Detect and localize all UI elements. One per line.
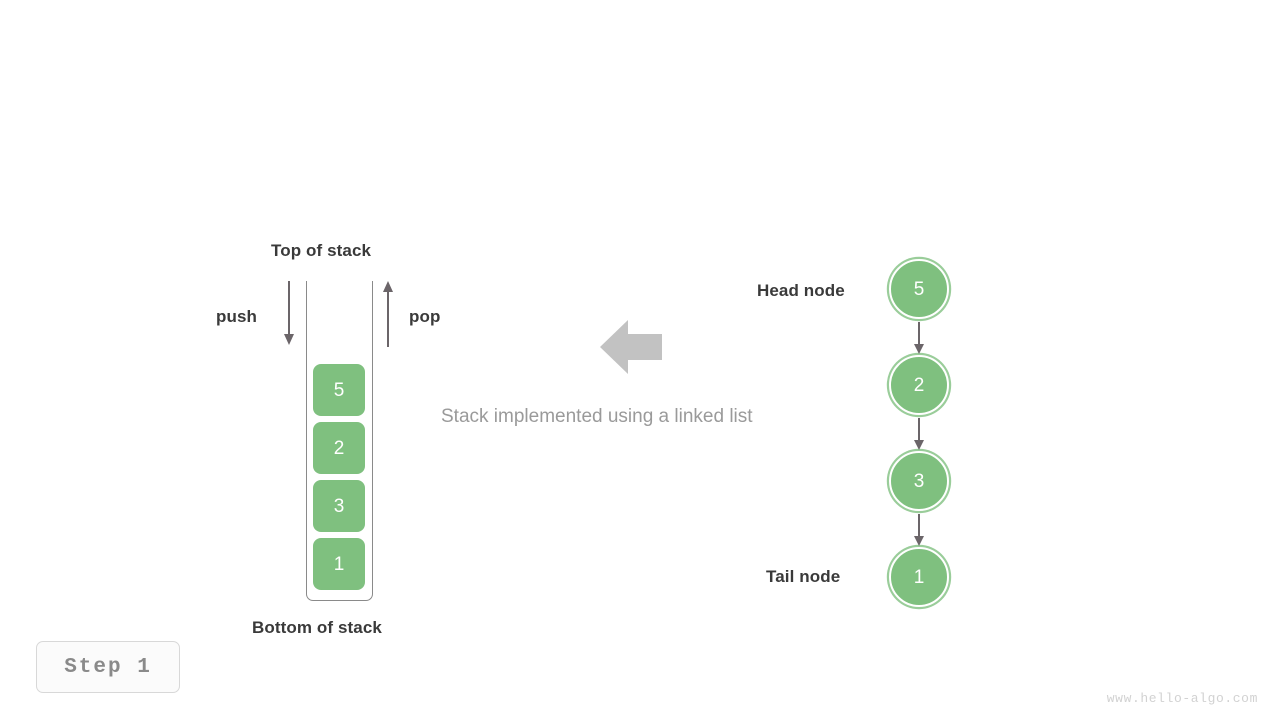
push-arrow-shaft: [288, 281, 291, 336]
linked-list-link-arrowhead: [913, 440, 924, 450]
top-of-stack-label: Top of stack: [271, 241, 372, 260]
stack-item[interactable]: 1: [313, 538, 365, 590]
push-label: push: [216, 307, 258, 326]
bottom-of-stack-label: Bottom of stack: [252, 618, 382, 637]
linked-list-link-shaft: [917, 514, 921, 538]
push-arrow-head: [283, 334, 294, 345]
linked-list-link-arrowhead: [913, 344, 924, 354]
linked-list-link-shaft: [917, 322, 921, 346]
linked-list-link-shaft: [917, 418, 921, 442]
left-block-arrow-icon: [600, 320, 662, 374]
watermark: www.hello-algo.com: [1106, 691, 1258, 706]
linked-list-link-arrowhead: [913, 536, 924, 546]
tail-node-label: Tail node: [766, 567, 841, 586]
pop-label: pop: [409, 307, 441, 326]
linked-list-node[interactable]: 1: [889, 547, 949, 607]
stack-item[interactable]: 5: [313, 364, 365, 416]
stack-item[interactable]: 3: [313, 480, 365, 532]
diagram-caption: Stack implemented using a linked list: [441, 406, 753, 427]
stack-container: [306, 281, 373, 601]
head-node-label: Head node: [757, 281, 845, 300]
pop-arrow-head: [382, 281, 393, 292]
linked-list-node[interactable]: 2: [889, 355, 949, 415]
stack-item[interactable]: 2: [313, 422, 365, 474]
linked-list-node[interactable]: 3: [889, 451, 949, 511]
pop-arrow-shaft: [387, 292, 390, 347]
step-badge: Step 1: [36, 641, 180, 693]
linked-list-node[interactable]: 5: [889, 259, 949, 319]
